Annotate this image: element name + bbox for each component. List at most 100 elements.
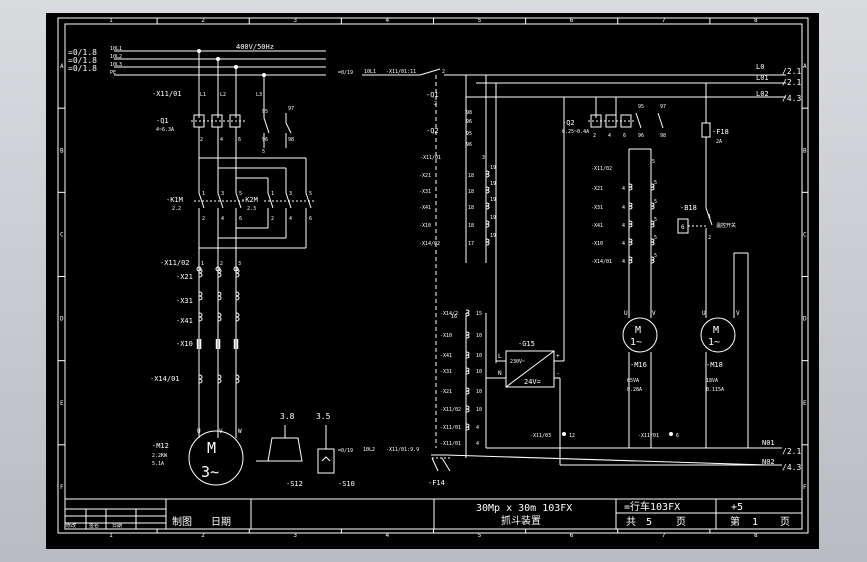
sheet-label: 第 — [730, 515, 740, 528]
junction-dots — [562, 432, 673, 436]
k1m-label: -K1M — [166, 196, 183, 204]
control-lower-num: 10 — [476, 353, 482, 359]
terminal-coil — [465, 423, 470, 431]
m16-num-b: 5 — [654, 180, 657, 186]
control-q2-pin: 96 — [466, 119, 472, 125]
n02-label: N02 — [762, 458, 775, 466]
x11-03-pin: 12 — [569, 433, 575, 439]
b18-pin2: 1 — [708, 214, 711, 220]
control-q2-pin: 96 — [466, 142, 472, 148]
q1-breaker-symbol — [191, 113, 292, 173]
k1m-ref: 2.2 — [172, 206, 181, 212]
k1m-term-bot: 6 — [239, 216, 242, 222]
m16-num-b: 5 — [654, 235, 657, 241]
control-col-num-b: 19 — [490, 165, 496, 171]
brake-s12-symbol — [256, 425, 303, 462]
grid-col-label: 7 — [662, 17, 666, 24]
sheet-number: 1 — [752, 517, 758, 528]
k2m-label: -K2M — [241, 196, 258, 204]
control-lower-term-label: -X11/01 — [440, 425, 461, 431]
term-num: 3 — [238, 261, 241, 267]
control-col-num: 18 — [468, 205, 474, 211]
rev-col-label: 日期 — [112, 523, 122, 529]
q1-aux-pin: 5 — [262, 149, 265, 155]
control-col-num-b: 19 — [490, 197, 496, 203]
terminal-coil — [235, 374, 240, 384]
term-num: 1 — [201, 261, 204, 267]
supply-voltage: 400V/50Hz — [236, 43, 274, 51]
l02-label: L02 — [756, 90, 769, 98]
m18-u: U — [702, 310, 706, 317]
control-lower-term-label: -X11/02 — [440, 407, 461, 413]
s12-label: -S12 — [286, 480, 303, 488]
supply-line-label: 10L1 — [110, 46, 122, 52]
control-col-term-label: -X10 — [419, 223, 431, 229]
control-bottom-term: -X11/01:9.9 — [386, 447, 419, 453]
n01-label: N01 — [762, 439, 775, 447]
m16-term-label: -X11/02 — [591, 166, 612, 172]
m18-letter: M — [713, 325, 719, 336]
control-col-term-label: -X21 — [419, 173, 431, 179]
terminal-coil — [235, 268, 240, 278]
terminal-coil — [628, 183, 633, 191]
m18-v: V — [736, 310, 740, 317]
q1-aux-97: 97 — [288, 106, 294, 112]
control-q1-label: -Q1 — [426, 91, 439, 99]
control-wiring — [362, 68, 786, 466]
motor-m12-symbol-letter: M — [207, 439, 216, 457]
grid-col-label: 5 — [478, 17, 482, 24]
control-col-num-b: 19 — [490, 233, 496, 239]
s12-ref: 3.8 — [280, 412, 295, 421]
terminal-coil — [628, 220, 633, 228]
b18-pin3: 2 — [708, 235, 711, 241]
s10-label: -S10 — [338, 480, 355, 488]
grid-col-label: 6 — [570, 532, 574, 539]
grid-row-label: F — [803, 484, 807, 491]
q1-aux-95: 95 — [262, 109, 268, 115]
motor-m12-phase: 3~ — [201, 463, 219, 481]
control-top-line: 10L1 — [364, 69, 376, 75]
lower-pin: 16 — [451, 314, 457, 320]
motor-v: V — [219, 428, 223, 435]
title-block-frame — [65, 498, 802, 529]
k1m-term-bot: 4 — [221, 216, 224, 222]
control-lower-num: 4 — [476, 441, 479, 447]
b18-label: -B18 — [680, 204, 697, 212]
k1m-term-top: 5 — [239, 191, 242, 197]
supply-ref-3: =0/1.8 — [68, 64, 97, 73]
terminal-coil — [217, 312, 222, 322]
k1m-term-bot: 2 — [202, 216, 205, 222]
terminal-coil — [217, 374, 222, 384]
m16-v: V — [652, 310, 656, 317]
q1-label: -Q1 — [156, 117, 169, 125]
switch-s10-symbol — [317, 425, 335, 474]
grid-col-label: 3 — [293, 532, 297, 539]
power-supply-g15-symbol — [486, 97, 565, 465]
m16-u: U — [624, 310, 628, 317]
terminal-coil — [198, 374, 203, 384]
control-lower-term-label: -X21 — [440, 389, 452, 395]
grid-col-label: 1 — [109, 532, 113, 539]
control-top-term: -X11/01:11 — [386, 69, 416, 75]
control-q1-pin: 2 — [434, 101, 437, 107]
neutral-lines — [560, 352, 782, 466]
location-designation: +5 — [731, 502, 743, 513]
control-lower-term-label: -X10 — [440, 333, 452, 339]
control-col-num: 18 — [468, 189, 474, 195]
m16-num: 4 — [622, 241, 625, 247]
terminal-coil — [628, 238, 633, 246]
control-x11-01: -X11/01 — [420, 155, 441, 161]
l0-label: L0 — [756, 63, 764, 71]
q2-breaker-symbol — [588, 97, 664, 265]
control-lower-num: 10 — [476, 369, 482, 375]
grid-col-label: 3 — [293, 17, 297, 24]
l01-ref: /2.1 — [782, 78, 801, 87]
motor-w: W — [238, 428, 242, 435]
grid-col-label: 2 — [201, 532, 205, 539]
control-col-num-b: 19 — [490, 215, 496, 221]
f18-label: -F18 — [712, 128, 729, 136]
grid-row-label: B — [803, 147, 807, 154]
control-top-pin: 2 — [442, 69, 445, 75]
motor-m12-symbol — [188, 393, 244, 486]
